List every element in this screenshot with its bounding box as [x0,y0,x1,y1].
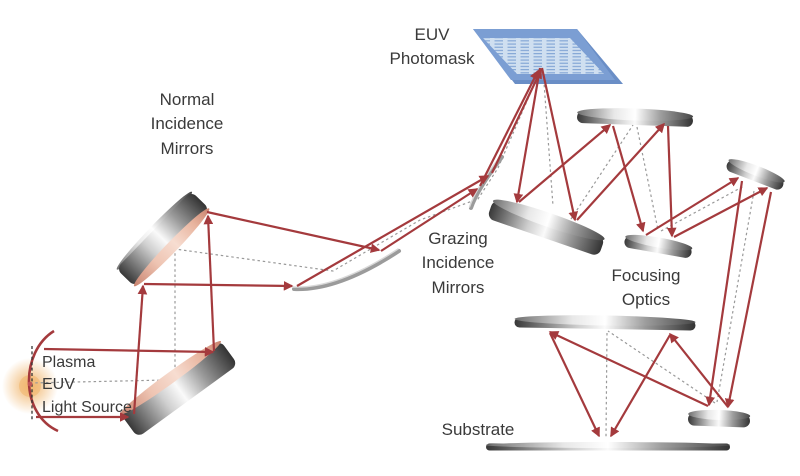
light-ray [645,177,740,236]
light-ray [705,180,744,407]
projection-mirror-3 [624,234,693,258]
normal-incidence-mirror-upper [116,191,210,287]
light-ray [132,284,148,415]
light-ray [143,281,294,291]
light-ray [548,331,709,407]
light-ray [576,122,665,221]
label-light-source: Plasma EUV Light Source [42,354,132,416]
light-ray [513,67,542,204]
projection-mirror-2 [577,108,694,127]
light-rays [36,67,773,438]
light-ray [296,175,490,287]
light-ray [673,187,769,238]
label-normal-incidence: Normal Incidence Mirrors [150,90,224,158]
light-ray [518,124,612,203]
light-ray [724,191,773,409]
projection-mirror-1 [488,199,605,255]
dashed-chief-ray [716,190,755,403]
substrate-disk [486,442,730,451]
label-substrate: Substrate [441,420,515,439]
label-euv-photomask: EUV Photomask [389,25,475,69]
light-ray [43,347,215,357]
light-ray [491,68,542,174]
dashed-chief-ray [605,332,608,438]
light-ray [669,332,729,408]
label-focusing-optics: Focusing Optics [611,266,681,310]
dashed-chief-ray [607,330,716,404]
plasma-dot [27,381,33,387]
light-ray [203,214,216,352]
light-ray [549,332,600,438]
light-ray [479,69,539,187]
focusing-mirror-wide [514,315,696,331]
light-ray [611,125,646,233]
focusing-mirror-small [688,409,751,428]
projection-mirror-4 [726,159,785,190]
normal-incidence-mirror-lower [120,340,236,435]
dashed-chief-ray [29,378,214,384]
label-grazing-incidence: Grazing Incidence Mirrors [421,229,495,297]
dashed-chief-ray [542,68,554,207]
mirrors [116,108,785,451]
dashed-chief-ray [636,126,659,231]
light-ray [206,210,381,253]
light-ray [540,67,578,222]
euv-photomask [473,29,623,84]
light-ray [610,334,671,438]
dashed-chief-ray [570,124,634,220]
dashed-chief-ray [660,185,745,232]
light-ray [666,125,677,238]
grazing-incidence-mirror-1 [292,248,401,292]
light-ray [380,188,479,252]
